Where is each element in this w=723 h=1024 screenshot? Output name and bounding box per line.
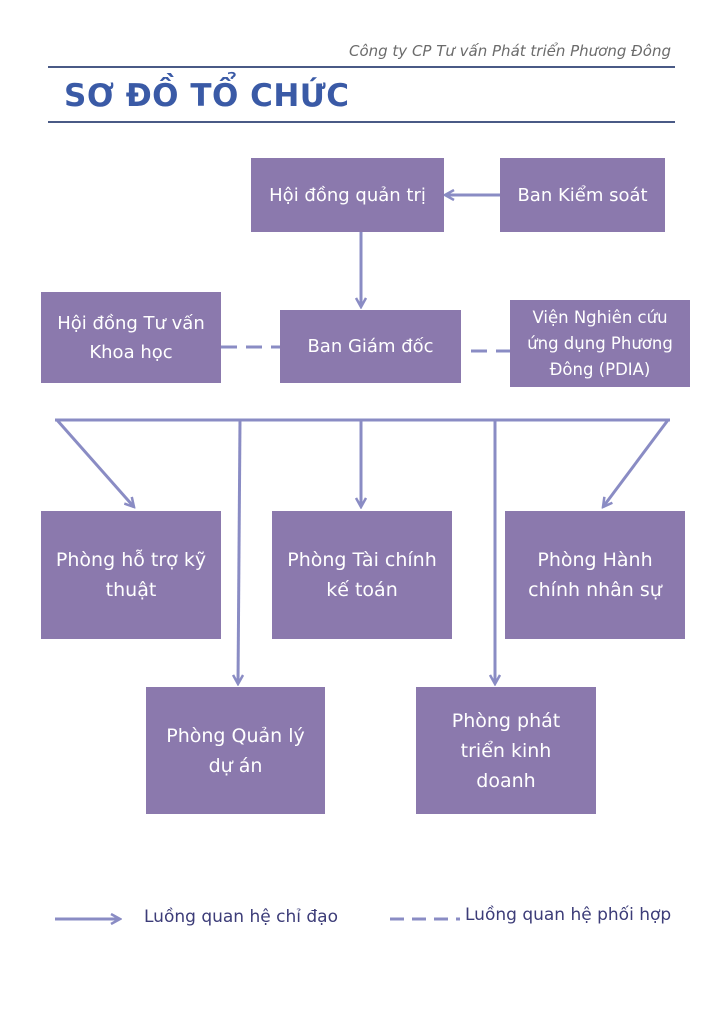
node-institute: Viện Nghiên cứu ứng dụng Phương Đông (PD… (510, 300, 690, 387)
node-board: Hội đồng quản trị (251, 158, 444, 232)
node-science-council: Hội đồng Tư vấn Khoa học (41, 292, 221, 383)
node-finance: Phòng Tài chính kế toán (272, 511, 452, 639)
arrow-to-tech (55, 419, 134, 507)
node-control: Ban Kiểm soát (500, 158, 665, 232)
legend-coordination-label: Luồng quan hệ phối hợp (465, 905, 672, 925)
page-title: SƠ ĐỒ TỔ CHỨC (64, 78, 350, 114)
arrow-to-hr (603, 419, 670, 507)
node-directors: Ban Giám đốc (280, 310, 461, 383)
legend-directive-label: Luồng quan hệ chỉ đạo (144, 907, 338, 927)
arrow-to-project (238, 419, 240, 684)
company-name: Công ty CP Tư vấn Phát triển Phương Đông (348, 42, 671, 60)
node-project: Phòng Quản lý dự án (146, 687, 325, 814)
header-top-rule (48, 66, 675, 68)
header-bottom-rule (48, 121, 675, 123)
node-tech-support: Phòng hỗ trợ kỹ thuật (41, 511, 221, 639)
node-hr: Phòng Hành chính nhân sự (505, 511, 685, 639)
node-business: Phòng phát triển kinh doanh (416, 687, 596, 814)
